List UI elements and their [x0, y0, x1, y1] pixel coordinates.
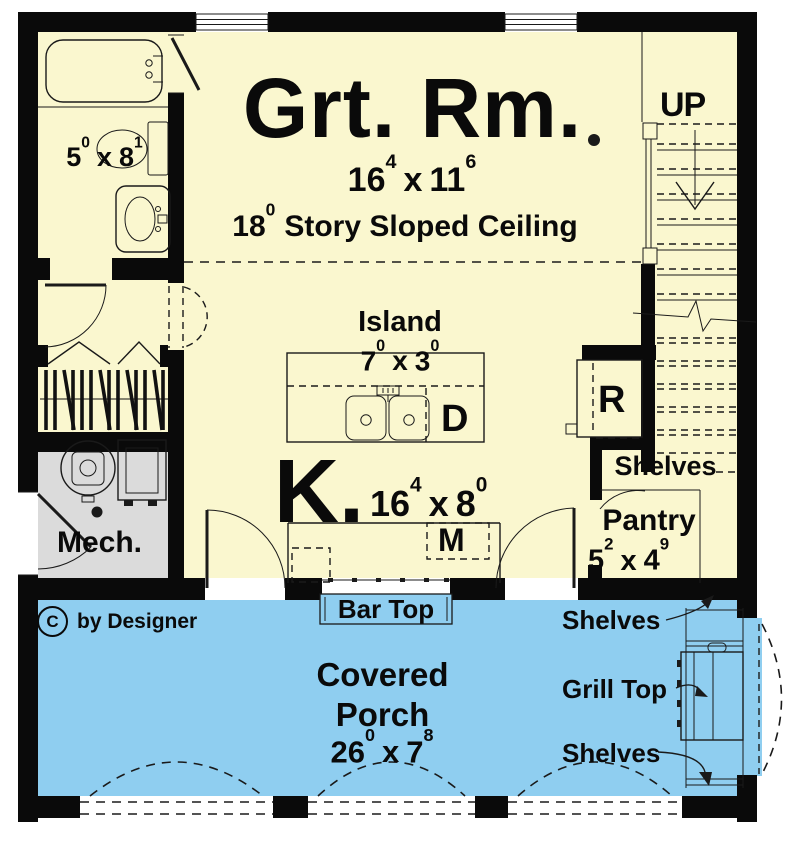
bath-door-opening [168, 35, 184, 93]
dishwasher-label: D [441, 398, 469, 440]
window-top-right [505, 14, 577, 30]
island-double-sink [345, 385, 430, 441]
pantry-door [599, 489, 646, 510]
kitchen-porch-door-left [205, 509, 286, 589]
copyright-icon: C [37, 606, 68, 637]
porch-door-opening-right [505, 578, 578, 600]
porch-shelves-top-label: Shelves [562, 605, 661, 635]
grill-top-label: Grill Top [562, 674, 667, 704]
up-label: UP [660, 86, 706, 124]
bifold-doors [47, 340, 161, 365]
porch-side-arch [758, 623, 783, 775]
bath-hall-door [44, 283, 107, 348]
window-lines [195, 13, 578, 31]
mech-title: Mech. [57, 526, 143, 559]
porch-label-arrows [657, 595, 714, 786]
ceiling-note: 180Story Sloped Ceiling [232, 199, 578, 243]
microwave-outline [426, 522, 490, 560]
stairs [632, 32, 757, 473]
under-stairs-shelves-label: Shelves [614, 451, 717, 481]
bar-top-label: Bar Top [337, 594, 435, 624]
cased-opening [168, 283, 184, 350]
closet-hanging-clothes [40, 369, 168, 431]
post-dot [588, 134, 600, 146]
porch-arched-openings [80, 761, 682, 815]
refrigerator-label: R [598, 379, 626, 421]
porch-shelving-column [685, 608, 744, 788]
kitchen-island [286, 352, 485, 443]
microwave-label: M [438, 522, 465, 558]
toilet [96, 121, 169, 176]
furnace [117, 439, 167, 506]
grill [677, 642, 744, 741]
kitchen-title: K. [274, 442, 364, 542]
refrigerator-box [565, 359, 643, 439]
mech-door-opening [18, 492, 38, 575]
porch-side-opening [737, 618, 762, 776]
bath-entry-door [168, 34, 201, 94]
pantry-outline [599, 489, 701, 583]
pantry-title: Pantry [602, 504, 696, 537]
kitchen-porch-door-right [495, 507, 576, 589]
porch-region [38, 600, 737, 796]
porch-door-opening-left [205, 578, 285, 600]
cased-opening-symbol [168, 286, 208, 348]
mech-door [18, 491, 93, 576]
porch-title: Covered Porch [316, 656, 449, 734]
porch-shelves-bottom-label: Shelves [562, 738, 661, 768]
vanity-sink [115, 185, 171, 253]
bathtub [38, 39, 168, 108]
copyright: C by Designer [37, 606, 197, 637]
great-room-title: Grt. Rm. [242, 61, 583, 155]
bar-top [319, 578, 453, 625]
walls [18, 12, 757, 822]
kitchen-counter [287, 522, 501, 583]
window-top-left [196, 14, 268, 30]
stair-direction-arrow [675, 130, 715, 211]
island-title: Island [358, 306, 442, 338]
water-heater [60, 440, 116, 503]
mech-post-dot [91, 506, 103, 518]
